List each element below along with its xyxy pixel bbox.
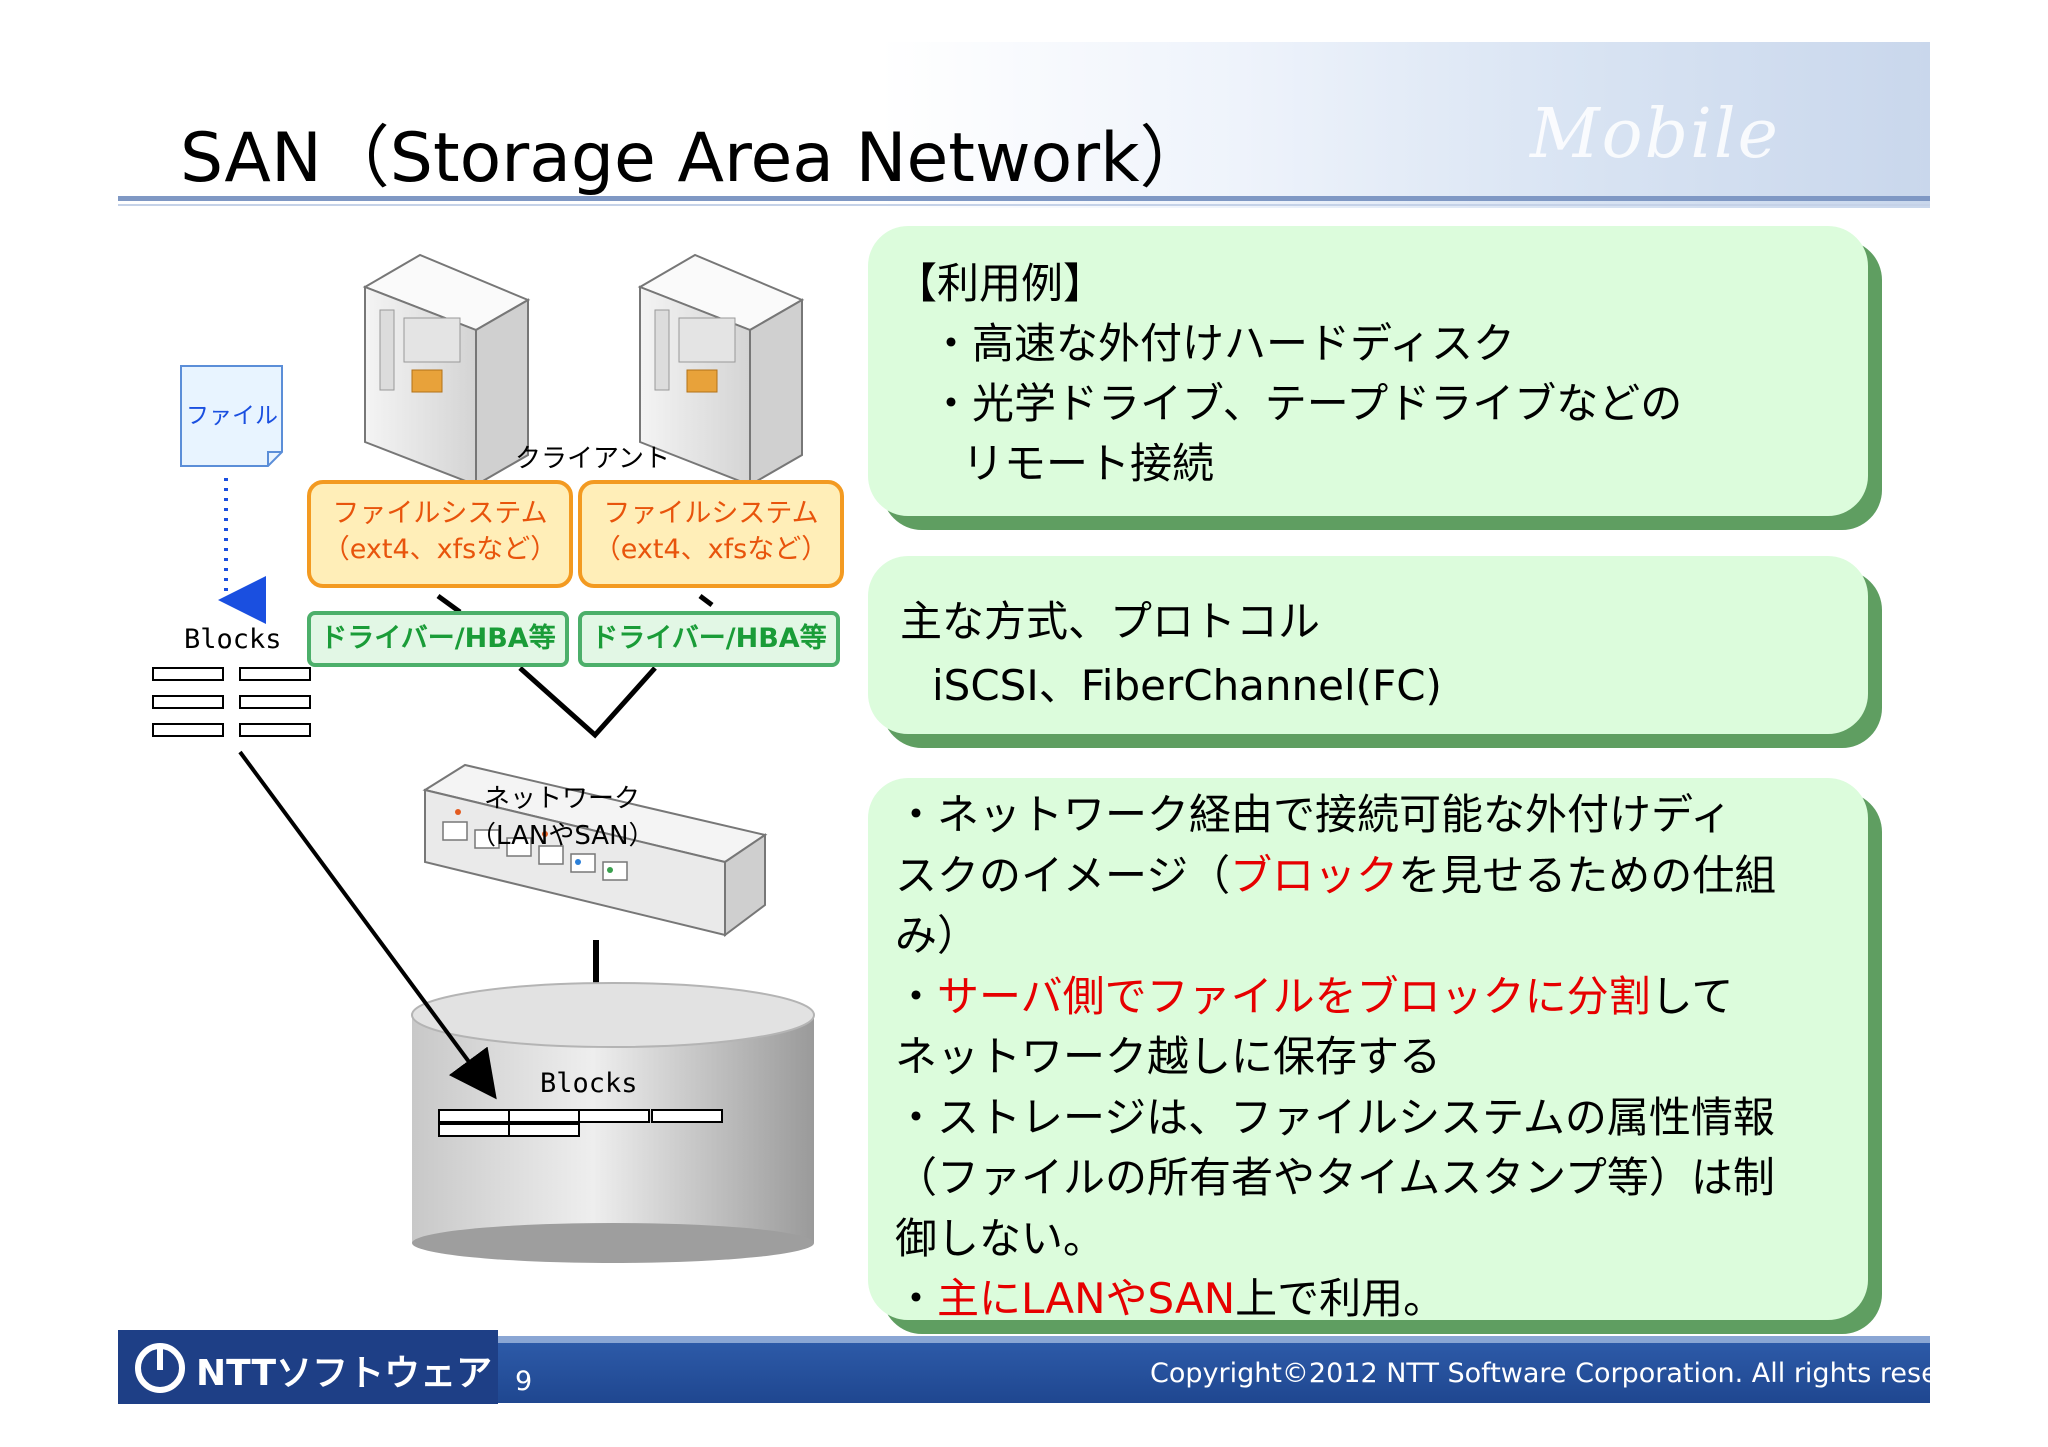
use-case-item: ・高速な外付けハードディスク <box>930 319 1516 368</box>
description-line: ・サーバ側でファイルをブロックに分割して <box>895 971 1734 1021</box>
network-links <box>518 666 657 739</box>
server-icon <box>637 253 805 487</box>
logo-text: NTTソフトウェア <box>196 1353 493 1394</box>
footer-accent <box>118 1336 1930 1343</box>
description-line: ・ストレージは、ファイルシステムの属性情報 <box>895 1092 1775 1142</box>
blocks-label: Blocks <box>184 624 282 655</box>
copyright-text: Copyright©2012 NTT Software Corporation.… <box>1150 1358 2008 1389</box>
filesystem-label: ファイルシステム <box>332 498 548 529</box>
description-line: み） <box>895 911 980 960</box>
header-divider-thin <box>118 204 1930 206</box>
network-label: ネットワーク <box>484 784 641 814</box>
client-label: クライアント <box>515 444 670 474</box>
emphasis-text: 主にLANやSAN <box>937 1274 1236 1323</box>
file-label: ファイル <box>186 403 278 429</box>
use-cases-box <box>868 226 1868 516</box>
file-document-icon <box>180 365 283 467</box>
header-divider <box>118 196 1930 201</box>
emphasis-text: ブロック <box>1230 850 1399 900</box>
description-text: ・ネットワーク経由で接続可能な外付けディ スクのイメージ（ブロックを見せるための… <box>895 785 1776 1330</box>
protocols-list: iSCSI、FiberChannel(FC) <box>932 661 1442 710</box>
page-number: 9 <box>515 1366 533 1397</box>
driver-box: ドライバー/HBA等 <box>307 611 569 667</box>
network-sublabel: （LANやSAN） <box>470 821 655 851</box>
header-band <box>118 42 1930 208</box>
filesystem-examples: （ext4、xfsなど） <box>593 534 829 565</box>
description-line: ・主にLANやSAN上で利用。 <box>895 1274 1446 1323</box>
protocols-box <box>868 556 1868 734</box>
driver-box: ドライバー/HBA等 <box>578 611 840 667</box>
filesystem-box: ファイルシステム （ext4、xfsなど） <box>578 480 844 588</box>
emphasis-text: サーバ側でファイルをブロックに分割 <box>937 971 1651 1021</box>
use-cases-heading: 【利用例】 <box>895 259 1106 308</box>
company-logo: NTTソフトウェア <box>118 1330 498 1404</box>
use-case-item: ・光学ドライブ、テープドライブなどの <box>930 379 1683 428</box>
storage-blocks-icon <box>438 1109 723 1137</box>
protocols-heading: 主な方式、プロトコル <box>900 597 1321 646</box>
network-switch-icon <box>422 763 768 937</box>
storage-blocks-label: Blocks <box>540 1068 638 1099</box>
header-decoration: Mobile <box>1530 95 1780 174</box>
blocks-grid-icon <box>152 667 311 737</box>
slide-title: SAN（Storage Area Network） <box>180 119 1208 198</box>
filesystem-label: ファイルシステム <box>603 498 819 529</box>
store-arrow <box>238 750 497 1100</box>
logo-mark-icon <box>135 1343 185 1393</box>
filesystem-box: ファイルシステム （ext4、xfsなど） <box>307 480 573 588</box>
description-line: スクのイメージ（ブロックを見せるための仕組 <box>895 850 1777 900</box>
description-line: （ファイルの所有者やタイムスタンプ等）は制 <box>895 1153 1775 1202</box>
server-icon <box>362 253 531 487</box>
description-line: 御しない。 <box>895 1213 1106 1263</box>
use-case-item-cont: リモート接続 <box>962 439 1215 488</box>
description-line: ・ネットワーク経由で接続可能な外付けディ <box>895 790 1733 839</box>
description-line: ネットワーク越しに保存する <box>895 1032 1442 1081</box>
filesystem-examples: （ext4、xfsなど） <box>322 534 558 565</box>
description-box <box>868 778 1868 1320</box>
